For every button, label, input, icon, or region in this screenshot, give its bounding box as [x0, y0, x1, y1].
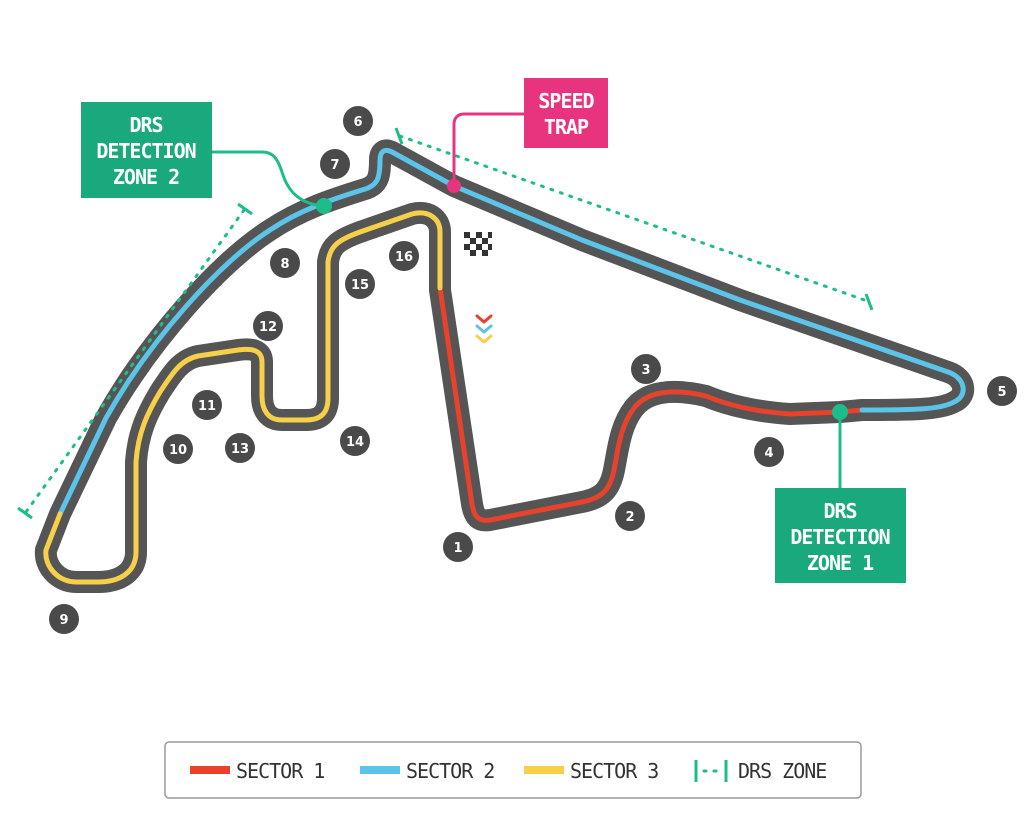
drs-detection-zone-1-callout: DRS DETECTION ZONE 1	[775, 404, 906, 583]
sector-2-line	[57, 147, 966, 517]
speed-trap-callout: SPEED TRAP	[447, 78, 608, 193]
corner-badges: 1 2 3 4 5 6 7 8 9 10 11 12 13 14 15 16	[49, 106, 1017, 634]
legend-item-sector2: SECTOR 2	[360, 759, 495, 783]
speed-trap-text-line1: SPEED	[538, 89, 594, 113]
drs-detection-2-line1: DRS	[129, 113, 162, 137]
corner-badge-12: 12	[253, 311, 283, 341]
svg-text:9: 9	[59, 613, 68, 628]
svg-text:2: 2	[625, 510, 634, 525]
corner-badge-13: 13	[225, 433, 255, 463]
legend-item-drs-zone: DRS ZONE	[694, 759, 827, 783]
svg-text:15: 15	[351, 278, 369, 293]
drs-zone-1	[394, 127, 874, 311]
legend-swatch-sector1	[190, 766, 230, 774]
corner-badge-7: 7	[320, 149, 350, 179]
svg-text:5: 5	[997, 385, 1006, 400]
drs-zone-2-end-tick	[17, 506, 33, 520]
legend-frame	[164, 741, 862, 799]
corner-badge-15: 15	[345, 269, 375, 299]
drs-detection-2-box	[81, 102, 212, 198]
svg-text:4: 4	[764, 446, 773, 461]
legend-label-drs-zone: DRS ZONE	[738, 759, 826, 783]
drs-zone-2-dots	[24, 208, 246, 514]
drs-zone-2	[17, 202, 253, 520]
flag-cell	[476, 232, 482, 238]
legend-label-sector2: SECTOR 2	[406, 759, 494, 783]
svg-text:3: 3	[641, 363, 650, 378]
svg-text:10: 10	[169, 443, 187, 458]
corner-badge-9: 9	[49, 604, 79, 634]
svg-text:12: 12	[259, 320, 277, 335]
svg-text:16: 16	[395, 250, 413, 265]
drs-detection-1-line1: DRS	[823, 499, 856, 523]
flag-cell	[470, 250, 476, 256]
flag-cell	[464, 232, 470, 238]
sector-1-line	[437, 285, 865, 523]
chevron-yellow	[475, 334, 493, 344]
drs-detection-2-marker	[316, 198, 332, 214]
corner-badge-1: 1	[443, 532, 473, 562]
corner-badge-4: 4	[754, 437, 784, 467]
legend-label-sector1: SECTOR 1	[236, 759, 324, 783]
flag-cell	[482, 238, 488, 244]
corner-badge-3: 3	[631, 354, 661, 384]
drs-zone-1-dots	[398, 134, 872, 304]
svg-text:7: 7	[330, 158, 339, 173]
corner-badge-10: 10	[163, 434, 193, 464]
drs-detection-2-line3: ZONE 2	[113, 165, 179, 189]
direction-chevrons-icon	[475, 314, 493, 344]
legend-label-sector3: SECTOR 3	[570, 759, 658, 783]
corner-badge-11: 11	[192, 390, 222, 420]
drs-detection-1-line3: ZONE 1	[807, 551, 874, 575]
legend: SECTOR 1 SECTOR 2 SECTOR 3 DRS ZONE	[164, 741, 862, 799]
flag-cell	[464, 244, 470, 250]
svg-text:6: 6	[353, 115, 362, 130]
corner-badge-8: 8	[270, 248, 300, 278]
legend-swatch-sector2	[360, 766, 400, 774]
flag-cell	[488, 232, 492, 238]
drs-detection-zone-2-callout: DRS DETECTION ZONE 2	[81, 102, 332, 214]
drs-detection-2-leader	[212, 150, 325, 208]
drs-detection-2-line2: DETECTION	[96, 139, 195, 163]
svg-text:8: 8	[280, 257, 289, 272]
flag-cell	[488, 244, 492, 250]
drs-zone-1-end-tick	[864, 293, 874, 311]
speed-trap-marker	[447, 179, 461, 193]
corner-badge-5: 5	[987, 376, 1017, 406]
svg-text:1: 1	[453, 541, 462, 556]
drs-detection-1-marker	[832, 404, 848, 420]
drs-detection-1-line2: DETECTION	[790, 525, 889, 549]
speed-trap-leader	[452, 112, 524, 186]
legend-swatch-sector3	[524, 766, 564, 774]
speed-trap-text-line2: TRAP	[544, 115, 589, 139]
corner-badge-16: 16	[389, 241, 419, 271]
legend-item-sector1: SECTOR 1	[190, 759, 325, 783]
speed-trap-box	[524, 78, 608, 148]
drs-detection-1-box	[775, 488, 906, 583]
drs-zone-2-start-tick	[237, 202, 253, 216]
corner-badge-6: 6	[343, 106, 373, 136]
flag-cell	[482, 250, 488, 256]
flag-cell	[470, 238, 476, 244]
corner-badge-2: 2	[615, 501, 645, 531]
flag-cell	[476, 244, 482, 250]
drs-zone-1-start-tick	[394, 127, 404, 145]
legend-item-sector3: SECTOR 3	[524, 759, 659, 783]
chevron-blue	[475, 324, 493, 334]
chevron-red	[475, 314, 493, 324]
svg-text:13: 13	[231, 442, 249, 457]
chequered-flag-icon	[464, 232, 492, 256]
sector-3-line	[43, 210, 443, 585]
svg-text:11: 11	[198, 399, 216, 414]
svg-text:14: 14	[346, 435, 364, 450]
corner-badge-14: 14	[340, 426, 370, 456]
